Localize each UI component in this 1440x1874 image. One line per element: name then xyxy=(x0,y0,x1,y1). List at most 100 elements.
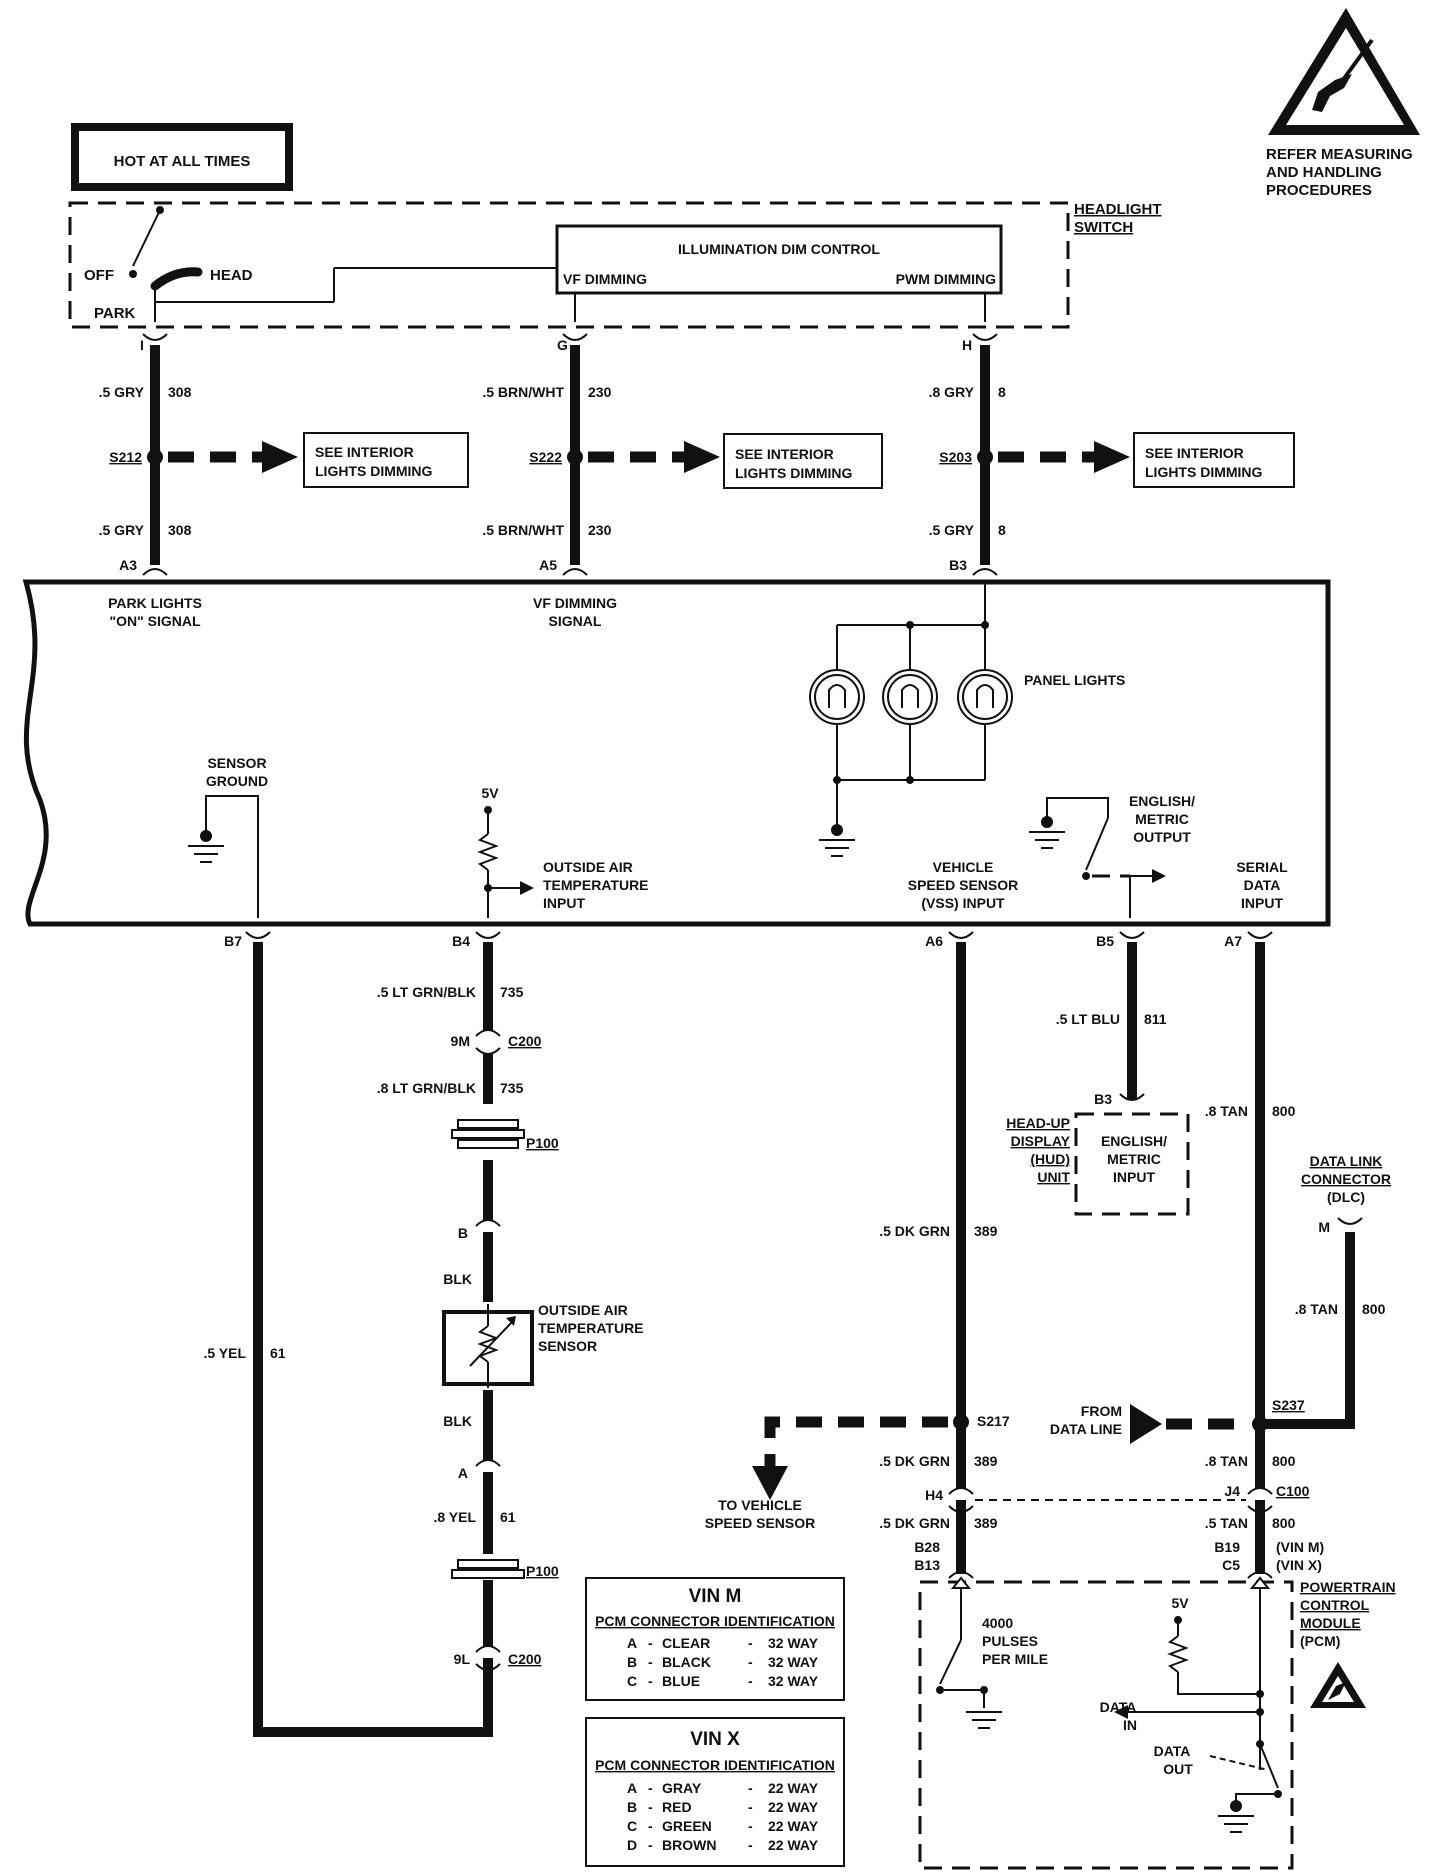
vss-circuit: 389 xyxy=(974,1223,998,1239)
vin-x-subtitle: PCM CONNECTOR IDENTIFICATION xyxy=(595,1757,835,1773)
vin-m-r3-way: 32 WAY xyxy=(768,1673,819,1689)
vss-c2: 389 xyxy=(974,1453,998,1469)
vss-w3: .5 DK GRN xyxy=(879,1515,950,1531)
dlc-3: (DLC) xyxy=(1327,1189,1365,1205)
hud-input-3: INPUT xyxy=(1113,1169,1155,1185)
data-in-1: DATA xyxy=(1100,1699,1137,1715)
vss-c3: 389 xyxy=(974,1515,998,1531)
serial-c3: 800 xyxy=(1272,1515,1296,1531)
terminal-a6: A6 xyxy=(925,933,943,949)
c1-splice: S212 xyxy=(109,449,142,465)
c3-circuit-upper: 8 xyxy=(998,384,1006,400)
oat-c1: 735 xyxy=(500,984,524,1000)
c3-see-box xyxy=(1133,432,1295,488)
c3-see-1: SEE INTERIOR xyxy=(1145,445,1244,461)
sensor-ground-symbol xyxy=(188,795,259,918)
instrument-cluster-outline xyxy=(22,579,1331,927)
vin-m-dash-2: - xyxy=(748,1635,753,1651)
headlight-switch-contacts xyxy=(129,206,557,322)
data-out-1: DATA xyxy=(1154,1743,1191,1759)
vss-branch xyxy=(764,1416,948,1474)
serial-w3: .5 TAN xyxy=(1205,1515,1248,1531)
hud-input-1: ENGLISH/ xyxy=(1101,1133,1167,1149)
to-vss-2: SPEED SENSOR xyxy=(705,1515,815,1531)
hud-unit-1: HEAD-UP xyxy=(1006,1115,1070,1131)
c2-see-1: SEE INTERIOR xyxy=(735,446,834,462)
vss-splice: S217 xyxy=(977,1413,1010,1429)
hud-circuit: 811 xyxy=(1144,1011,1167,1027)
terminal-b4: B4 xyxy=(452,933,470,949)
vin-label-x: (VIN X) xyxy=(1276,1557,1322,1573)
oat-blk2: BLK xyxy=(443,1413,472,1429)
eng-metric-out-2: METRIC xyxy=(1135,811,1189,827)
pcm-2: CONTROL xyxy=(1300,1597,1370,1613)
oat-conn1-pin: 9M xyxy=(451,1033,470,1049)
oat-input-1: OUTSIDE AIR xyxy=(543,859,633,875)
to-vss-1: TO VEHICLE xyxy=(718,1497,802,1513)
c2-terminal-bottom: A5 xyxy=(539,557,557,573)
switch-head-label: HEAD xyxy=(210,267,253,284)
hot-at-all-times-box xyxy=(71,123,293,191)
c1-see-2: LIGHTS DIMMING xyxy=(315,463,433,479)
vss-pcm-pin-2: B13 xyxy=(914,1557,940,1573)
oat-c2: 735 xyxy=(500,1080,524,1096)
c1-signal-1: PARK LIGHTS xyxy=(108,595,202,611)
vin-x-dash-6: - xyxy=(748,1818,753,1834)
c2-wire-lower: .5 BRN/WHT xyxy=(482,522,564,538)
serial-c2: 800 xyxy=(1272,1453,1296,1469)
switch-park-label: PARK xyxy=(94,305,136,322)
vss-input-2: SPEED SENSOR xyxy=(908,877,1018,893)
c3-see-2: LIGHTS DIMMING xyxy=(1145,464,1263,480)
vin-m-r1-color: CLEAR xyxy=(662,1635,710,1651)
serial-input-2: DATA xyxy=(1244,877,1281,893)
ground-wire: .5 YEL xyxy=(203,1345,246,1361)
vin-x-r2-pin: B xyxy=(627,1799,637,1815)
vin-x-r1-pin: A xyxy=(627,1780,637,1796)
esd-text-3: PROCEDURES xyxy=(1266,182,1372,199)
vin-m-r3-color: BLUE xyxy=(662,1673,700,1689)
oat-sensor-1: OUTSIDE AIR xyxy=(538,1302,628,1318)
serial-input-3: INPUT xyxy=(1241,895,1283,911)
c1-wire-lower: .5 GRY xyxy=(99,522,145,538)
vin-x-r2-color: RED xyxy=(662,1799,692,1815)
headlight-switch-label-2: SWITCH xyxy=(1074,219,1133,236)
dlc-2: CONNECTOR xyxy=(1301,1171,1391,1187)
c2-signal-2: SIGNAL xyxy=(549,613,602,629)
dim-control-box xyxy=(555,224,1003,295)
vin-x-dash-1: - xyxy=(648,1780,653,1796)
switch-off-label: OFF xyxy=(84,267,114,284)
c2-signal-1: VF DIMMING xyxy=(533,595,617,611)
serial-c100-pin: J4 xyxy=(1224,1483,1240,1499)
sensor-ground-2: GROUND xyxy=(206,773,268,789)
vss-input-1: VEHICLE xyxy=(933,859,994,875)
oat-pin-b: B xyxy=(458,1225,468,1241)
c2-splice: S222 xyxy=(529,449,562,465)
oat-w1: .5 LT GRN/BLK xyxy=(377,984,476,1000)
oat-p100: P100 xyxy=(526,1135,559,1151)
c2-terminal-top: G xyxy=(557,337,568,353)
c2-circuit-upper: 230 xyxy=(588,384,612,400)
pcm-4: (PCM) xyxy=(1300,1633,1340,1649)
vin-m-dash-4: - xyxy=(748,1654,753,1670)
c1-see-1: SEE INTERIOR xyxy=(315,444,414,460)
from-data-2: DATA LINE xyxy=(1050,1421,1122,1437)
c2-circuit-lower: 230 xyxy=(588,522,612,538)
serial-wire: .8 TAN xyxy=(1205,1103,1248,1119)
vin-x-title: VIN X xyxy=(690,1729,740,1750)
data-out-2: OUT xyxy=(1163,1761,1193,1777)
vss-pcm-pin-1: B28 xyxy=(914,1539,940,1555)
dim-control-title: ILLUMINATION DIM CONTROL xyxy=(678,241,880,257)
serial-w2: .8 TAN xyxy=(1205,1453,1248,1469)
vss-wire: .5 DK GRN xyxy=(879,1223,950,1239)
vin-m-r2-way: 32 WAY xyxy=(768,1654,819,1670)
hud-input-2: METRIC xyxy=(1107,1151,1161,1167)
vin-m-dash-3: - xyxy=(648,1654,653,1670)
c3-circuit-lower: 8 xyxy=(998,522,1006,538)
c3-wire-upper: .8 GRY xyxy=(929,384,975,400)
vin-label-m: (VIN M) xyxy=(1276,1539,1324,1555)
c1-terminal-bottom: A3 xyxy=(119,557,137,573)
headlight-switch-label-1: HEADLIGHT xyxy=(1074,201,1162,218)
terminal-a7: A7 xyxy=(1224,933,1242,949)
vin-x-r2-way: 22 WAY xyxy=(768,1799,819,1815)
vin-m-dash-5: - xyxy=(648,1673,653,1689)
